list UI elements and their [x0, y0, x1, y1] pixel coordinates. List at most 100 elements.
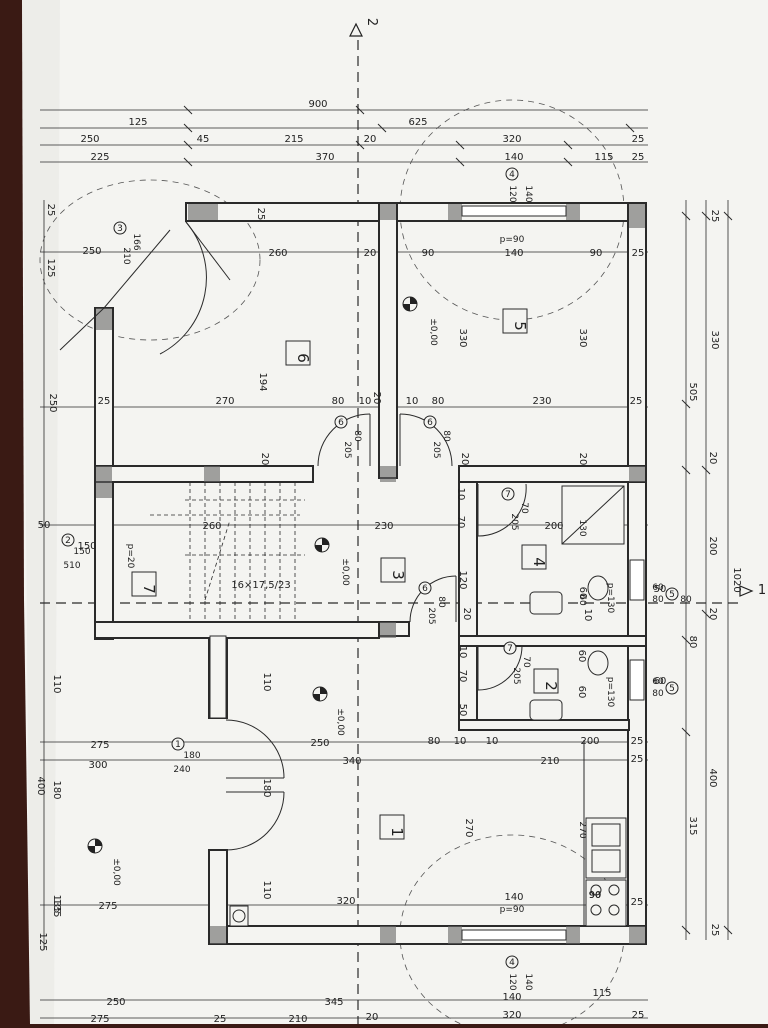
window-2-width: 60: [652, 583, 664, 593]
dim-interior-30: 275: [98, 901, 117, 912]
door-7-mark-circle: [113, 221, 127, 235]
dim-interior-27: 340: [342, 756, 361, 767]
dim-interior-55: 10: [582, 609, 593, 622]
dim-interior-58: 50: [654, 584, 667, 595]
labels: 211234567±0,00±0,00±0,00±0,0016×17,5/239…: [35, 18, 766, 1025]
label-90: 90: [589, 891, 601, 901]
dim-interior-25: 25: [631, 736, 644, 747]
door-3-width: 70: [521, 656, 531, 668]
dim-interior-0: 25: [255, 208, 266, 221]
door-3-mark: 7: [507, 644, 513, 654]
stair-label: 16×17,5/23: [231, 580, 290, 591]
dim-right-3: 20: [707, 452, 718, 465]
window-0-mark-circle: [505, 167, 519, 181]
dim-bottom-4: 275: [90, 1014, 109, 1024]
dim-top-9: 225: [90, 152, 109, 163]
dim-interior-54: 60: [577, 587, 588, 600]
dim-interior-14: 230: [532, 396, 551, 407]
dim-interior-23: 10: [486, 736, 499, 747]
dim-left-7: 135: [51, 894, 62, 913]
dim-interior-36: 194: [257, 372, 268, 391]
dim-interior-1: 260: [268, 248, 287, 259]
window-1-height: 120: [507, 973, 517, 990]
window-0-sill: p=90: [500, 235, 525, 245]
dim-left-4: 150: [77, 541, 96, 552]
dim-interior-49: 120: [457, 570, 468, 589]
dim-right-7: 80: [687, 636, 698, 649]
door-6-width: 150: [73, 547, 90, 557]
door-0-mark: 6: [338, 418, 344, 428]
dim-interior-26: 300: [88, 760, 107, 771]
dim-top-3: 250: [80, 134, 99, 145]
door-1-height: 205: [431, 441, 441, 458]
dim-top-2: 625: [408, 117, 427, 128]
window-3-mark-circle: [665, 681, 679, 695]
dim-bottom-1: 345: [324, 997, 343, 1008]
dim-interior-20: 250: [310, 738, 329, 749]
door-4-mark-circle: [418, 581, 432, 595]
dim-interior-48: 70: [455, 516, 466, 529]
door-7-mark: 3: [117, 224, 123, 234]
dim-bottom-7: 20: [366, 1012, 379, 1023]
dim-interior-2: 20: [364, 248, 377, 259]
door-5-mark: 1: [175, 740, 181, 750]
room-2-label: 2: [542, 681, 560, 691]
dimension-lines: [40, 109, 729, 1019]
dim-left-8: 125: [37, 932, 48, 951]
dim-interior-19: 275: [90, 740, 109, 751]
window-2-mark: 5: [669, 590, 675, 600]
dim-interior-29: 25: [631, 754, 644, 765]
door-0-height: 205: [342, 441, 352, 458]
fixtures: [209, 485, 627, 927]
dim-interior-7: 250: [47, 393, 58, 412]
window-2-sill: p=130: [605, 583, 615, 614]
dim-interior-8: 25: [98, 396, 111, 407]
dim-interior-39: 270: [463, 818, 474, 837]
level-mark-0: ±0,00: [428, 318, 438, 346]
dim-top-10: 370: [315, 152, 334, 163]
dim-interior-9: 270: [215, 396, 234, 407]
dim-interior-5: 90: [590, 248, 603, 259]
dim-interior-22: 10: [454, 736, 467, 747]
dim-right-5: 1020: [731, 567, 742, 592]
door-2-mark: 7: [505, 490, 511, 500]
door-2-width: 70: [519, 502, 529, 514]
dim-bottom-3: 115: [592, 988, 611, 999]
window-1-width: 140: [523, 973, 533, 990]
dim-bottom-0: 250: [106, 997, 125, 1008]
dim-top-4: 45: [197, 134, 210, 145]
doors: [59, 221, 527, 851]
door-6-mark: 2: [65, 536, 71, 546]
window-1-mark: 4: [509, 958, 515, 968]
dim-interior-16: 260: [202, 521, 221, 532]
paper-shadow: [22, 0, 60, 1024]
window-3-width: 60: [652, 677, 664, 687]
dim-right-10: 25: [709, 924, 720, 937]
dim-interior-21: 80: [428, 736, 441, 747]
room-7-label: 7: [140, 584, 158, 594]
dim-interior-24: 200: [580, 736, 599, 747]
dim-right-8: 400: [707, 768, 718, 787]
label-60a: 60: [577, 594, 587, 606]
windows: [461, 205, 645, 941]
door-2-mark-circle: [501, 487, 515, 501]
door-1-mark-circle: [423, 415, 437, 429]
dim-interior-59: 60: [654, 676, 667, 687]
dim-top-13: 25: [632, 152, 645, 163]
dim-bottom-9: 25: [632, 1010, 645, 1021]
dim-top-12: 115: [594, 152, 613, 163]
window-2-height: 80: [652, 595, 664, 605]
door-4-height: 205: [426, 607, 436, 624]
dim-interior-28: 210: [540, 756, 559, 767]
room-1-label: 1: [388, 827, 406, 837]
dim-left-3: 50: [38, 520, 51, 531]
room-3-label: 3: [389, 570, 407, 580]
label-270: 270: [577, 821, 587, 838]
dim-right-2: 505: [687, 382, 698, 401]
dim-bottom-2: 140: [502, 992, 521, 1003]
window-3-sill: p=130: [605, 677, 615, 708]
dim-top-0: 900: [308, 99, 327, 110]
room-4-label: 4: [530, 557, 548, 567]
door-3-height: 205: [511, 667, 521, 684]
